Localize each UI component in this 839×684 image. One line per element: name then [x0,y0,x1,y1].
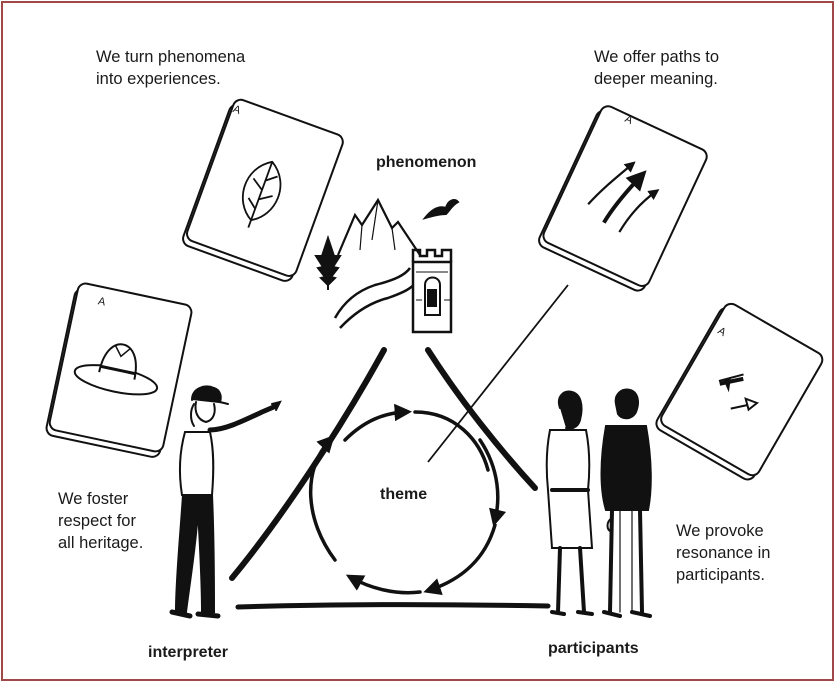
meaning-connector-line [427,284,569,463]
label-phenomenon: phenomenon [376,154,477,171]
statement-line: into experiences. [96,70,221,88]
card-rising-arrows [538,105,708,292]
interpreter-figure [169,385,282,619]
label-participants: participants [548,640,639,657]
label-theme: theme [380,486,428,503]
statement-phenomena: We turn phenomena into experiences. [96,46,245,90]
triangle-edges [229,347,551,610]
statement-resonance: We provoke resonance in participants. [676,520,770,586]
theme-cycle-arrows [309,403,507,595]
triangle-left-edge [229,347,387,581]
card-leaf [182,98,344,282]
card-opposing-arrows [655,302,824,481]
statement-line: deeper meaning. [594,70,718,88]
statement-line: We offer paths to [594,48,720,66]
label-interpreter: interpreter [148,644,229,661]
triangle-right-edge [425,347,538,491]
statement-line: respect for [58,512,136,530]
statement-line: We foster [58,490,129,508]
statement-line: We turn phenomena [96,48,246,66]
card-ranger-hat [45,282,193,458]
triangle-bottom-edge [235,602,551,610]
leaf-icon [242,160,282,228]
phenomenon-landscape-illustration [314,197,460,334]
statement-line: resonance in [676,544,771,562]
opposing-arrows-icon [718,373,760,412]
statement-line: all heritage. [58,534,144,552]
statement-meaning: We offer paths to deeper meaning. [594,46,719,90]
participants-figures [545,388,652,618]
statement-line: participants. [676,566,765,584]
statement-respect: We foster respect for all heritage. [58,488,143,554]
rising-arrows-icon [587,161,660,233]
ranger-hat-icon [73,343,159,396]
statement-line: We provoke [676,522,764,540]
